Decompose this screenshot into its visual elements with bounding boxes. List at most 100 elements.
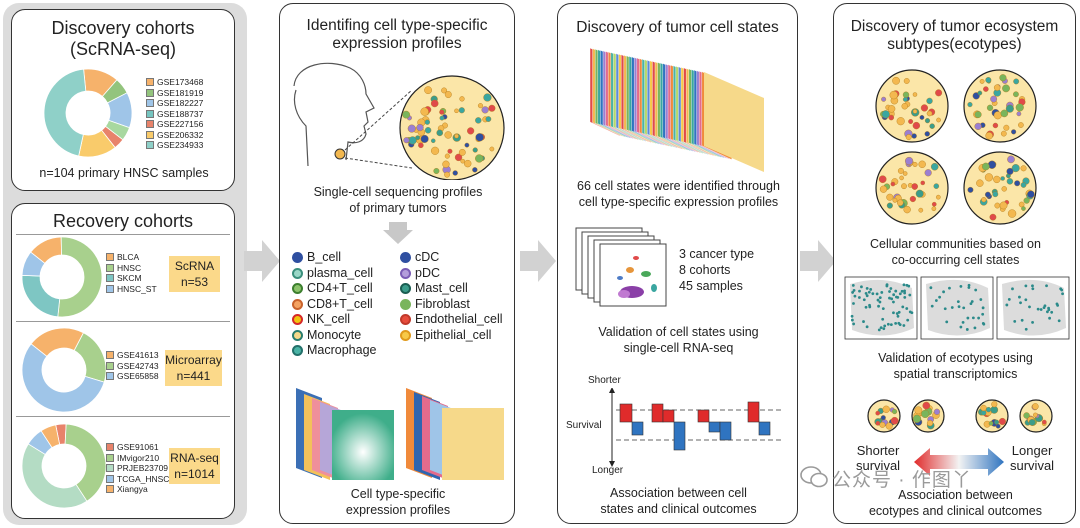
spatial-spot (945, 320, 949, 324)
spatial-spot (934, 299, 938, 302)
legend-item: GSE173468 (146, 77, 203, 88)
cell-dot (433, 167, 440, 174)
cell-dot (991, 401, 998, 408)
cell-dot (444, 91, 452, 98)
cell-dot (1011, 129, 1017, 135)
badge-rnaseq-label: RNA-seq (170, 451, 219, 465)
cell-type-icon (292, 345, 303, 357)
panel4-caption3-line2: ecotypes and clinical outcomes (868, 503, 1042, 518)
cell-dot (881, 96, 887, 102)
spatial-spot (881, 317, 885, 321)
recovery-donut-rnaseq (21, 423, 107, 509)
spatial-spot (959, 325, 963, 329)
spatial-spot (1013, 319, 1017, 323)
cell-dot (477, 103, 484, 109)
cell-dot (989, 213, 997, 221)
cell-dot (926, 420, 934, 427)
badge-rnaseq-count: n=1014 (174, 467, 215, 481)
cell-dot (974, 122, 982, 131)
recovery-donut-microarray (21, 327, 107, 413)
cell-dot (924, 131, 930, 137)
cell-dot (875, 410, 880, 416)
cell-dot (1013, 91, 1019, 98)
cell-dot (998, 417, 1006, 426)
cell-dot (1002, 84, 1010, 93)
cell-dot (1003, 124, 1010, 131)
spatial-spot (858, 289, 861, 293)
discovery-title-line2: (ScRNA-seq) (69, 38, 176, 59)
cell-dot (424, 119, 430, 125)
cell-dot (933, 183, 940, 189)
spatial-spot (966, 316, 970, 320)
spatial-spot (852, 288, 856, 292)
cell-dot (481, 106, 489, 114)
spatial-spot (852, 322, 856, 326)
badge-microarray: Microarray n=441 (165, 350, 222, 386)
cell-dot (899, 175, 904, 181)
spatial-spot (850, 318, 854, 322)
cell-states-panel: Discovery of tumor cell states 66 cell s… (557, 3, 798, 524)
cell-dot (1007, 155, 1015, 164)
cell-dot (922, 401, 931, 410)
cell-type-item: Macrophage (292, 343, 377, 359)
cell-dot (459, 96, 465, 102)
cell-dot (890, 181, 896, 187)
cell-dot (475, 117, 482, 124)
cell-dot (1000, 176, 1005, 181)
cell-dot (1023, 197, 1030, 204)
cell-dot (880, 415, 886, 421)
spatial-spot (879, 326, 883, 330)
spatial-spot (956, 300, 960, 304)
cell-state-slabs-illustration (589, 47, 764, 172)
panel3-caption3-line1: Association between cell (610, 486, 747, 500)
cell-dot (1005, 104, 1014, 113)
legend-label: GSE42743 (117, 360, 159, 371)
panel3-caption2: Validation of cell states using single-c… (558, 325, 799, 356)
cell-dot (993, 111, 1002, 120)
legend-label: GSE173468 (157, 77, 204, 87)
cell-dot (980, 404, 987, 412)
legend-item: SKCM (106, 273, 157, 284)
spatial-spot (880, 291, 884, 294)
cell-dot (993, 175, 1001, 184)
badge-rnaseq: RNA-seq n=1014 (169, 448, 220, 484)
spatial-spot (869, 288, 873, 291)
legend-swatch (106, 464, 114, 473)
spatial-spot (1020, 318, 1024, 322)
cell-type-item: NK_cell (292, 312, 377, 328)
cell-type-label: Endothelial_cell (415, 312, 503, 326)
spatial-spot (894, 289, 898, 293)
spatial-spot (1024, 284, 1028, 288)
cell-dot (889, 90, 898, 100)
spatial-spot (1050, 310, 1054, 314)
spatial-spot (889, 323, 893, 327)
cell-type-label: B_cell (307, 250, 342, 264)
spatial-spot (851, 291, 855, 294)
panel4-title-line1: Discovery of tumor ecosystem (850, 18, 1059, 35)
cell-dot (879, 185, 888, 193)
spatial-spot (903, 295, 907, 299)
cell-dot (467, 127, 475, 135)
cell-dot (902, 91, 910, 98)
axis-longer-label: Longer (592, 465, 624, 476)
spatial-spot (860, 285, 863, 289)
cell-dot (897, 167, 904, 174)
cell-dot (979, 78, 985, 84)
panel4-caption2-line2: spatial transcriptomics (893, 366, 1018, 381)
cell-dot (890, 416, 899, 425)
panel3-caption1: 66 cell states were identified through c… (558, 179, 799, 210)
cell-dot (418, 142, 424, 149)
badge-scrna-label: ScRNA (174, 259, 215, 273)
spatial-spot (943, 307, 947, 311)
cell-dot (985, 132, 993, 140)
cell-dot (992, 122, 999, 129)
spatial-spot (969, 302, 973, 305)
cell-dot (403, 137, 410, 144)
spatial-spot (1028, 305, 1031, 309)
cell-dot (424, 86, 432, 95)
panel2-title-line2: expression profiles (332, 34, 462, 52)
spatial-spot (892, 311, 895, 315)
cell-type-item: CD4+T_cell (292, 281, 377, 297)
spatial-spot (1048, 316, 1051, 320)
legend-item: GSE42743 (106, 361, 159, 372)
